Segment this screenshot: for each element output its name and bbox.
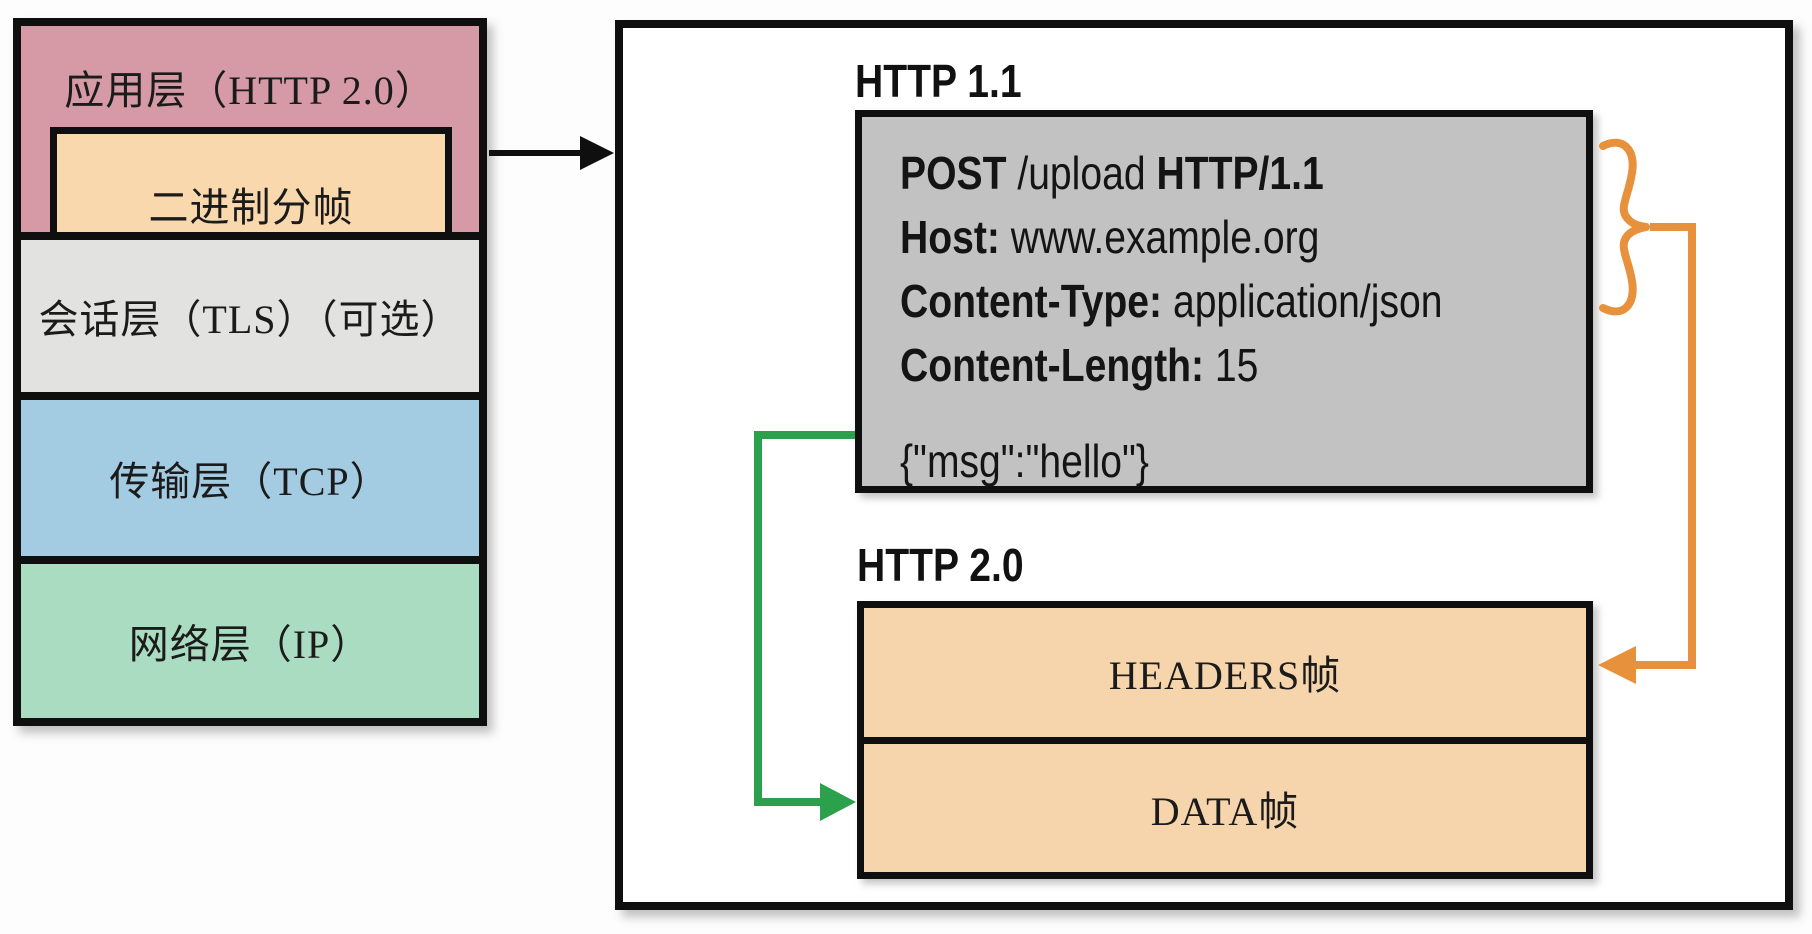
network-layer-label: 网络层（IP） <box>128 622 372 667</box>
transport-layer-label: 传输层（TCP） <box>109 459 391 504</box>
data-frame-label: DATA帧 <box>1150 788 1300 834</box>
http20-frames-box: HEADERS帧 DATA帧 <box>857 601 1593 879</box>
network-layer-box: 网络层（IP） <box>13 556 487 726</box>
host-header-value: www.example.org <box>999 211 1320 263</box>
request-line-host: Host: www.example.org <box>900 205 1483 269</box>
stack-to-panel-arrow <box>489 136 614 170</box>
binary-framing-label: 二进制分帧 <box>148 184 354 230</box>
content-type-header-value: application/json <box>1162 275 1443 327</box>
http20-caption: HTTP 2.0 <box>857 539 1024 591</box>
content-type-header-name: Content-Type: <box>900 275 1163 327</box>
session-layer-box: 会话层（TLS）（可选） <box>13 232 487 400</box>
headers-frame-box: HEADERS帧 <box>864 608 1586 744</box>
frames-mapping-panel: HTTP 1.1 POST /upload HTTP/1.1 Host: www… <box>615 20 1793 910</box>
headers-frame-label: HEADERS帧 <box>1108 653 1342 699</box>
request-version: HTTP/1.1 <box>1156 147 1324 199</box>
content-length-header-value: 15 <box>1204 339 1259 391</box>
application-layer-label: 应用层（HTTP 2.0） <box>64 68 436 113</box>
request-method: POST <box>900 147 1007 199</box>
request-line-content-type: Content-Type: application/json <box>900 269 1483 333</box>
request-line-method: POST /upload HTTP/1.1 <box>900 141 1483 205</box>
http11-request-box: POST /upload HTTP/1.1 Host: www.example.… <box>855 110 1593 493</box>
binary-framing-box: 二进制分帧 <box>50 127 452 248</box>
host-header-name: Host: <box>900 211 1000 263</box>
application-layer-box: 应用层（HTTP 2.0） 二进制分帧 <box>13 18 487 248</box>
request-body: {"msg":"hello"} <box>900 435 1149 487</box>
session-layer-label: 会话层（TLS）（可选） <box>38 297 462 342</box>
request-path: /upload <box>1006 147 1157 199</box>
content-length-header-name: Content-Length: <box>900 339 1205 391</box>
http11-caption: HTTP 1.1 <box>855 55 1022 107</box>
data-frame-box: DATA帧 <box>864 743 1586 872</box>
request-line-content-length: Content-Length: 15 <box>900 333 1483 397</box>
protocol-stack: 应用层（HTTP 2.0） 二进制分帧 会话层（TLS）（可选） 传输层（TCP… <box>13 18 487 726</box>
transport-layer-box: 传输层（TCP） <box>13 392 487 564</box>
